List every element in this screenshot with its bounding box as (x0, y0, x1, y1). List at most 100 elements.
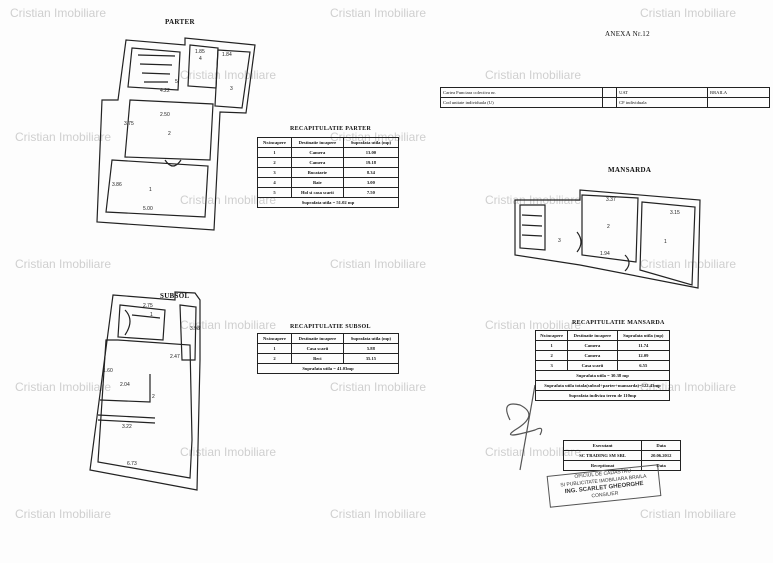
dim-label: 2.47 (170, 354, 180, 360)
table-footer: Suprafata utila totala(subsol+parter+man… (535, 380, 670, 391)
room-number: 4 (199, 56, 202, 62)
watermark: Cristian Imobiliare (180, 193, 277, 207)
table-cell: Baie (290, 177, 344, 188)
room-number: 1 (149, 187, 152, 193)
table-cell: 1 (257, 147, 292, 158)
table-cell: Camera (290, 147, 344, 158)
room-number: 2 (152, 394, 155, 400)
room-number: 2 (168, 131, 171, 137)
dim-label: 3.75 (124, 121, 134, 127)
dim-label: 3.98 (190, 326, 200, 332)
room-number: 3 (558, 238, 561, 244)
table-cell: 3 (534, 360, 569, 371)
table-header: Suprafata utila (mp) (616, 330, 670, 341)
dim-label: 2.75 (143, 303, 153, 309)
watermark: Cristian Imobiliare (640, 507, 737, 521)
table-cell: 5 (257, 187, 292, 198)
table-header: Destinatie incapere (567, 330, 618, 341)
table-cell: Camera (290, 157, 344, 168)
dim-label: 3.22 (122, 424, 132, 430)
subsol-table-title: RECAPITULATIE SUBSOL (290, 324, 371, 330)
watermark: Cristian Imobiliare (640, 6, 737, 20)
table-footer: Suprafata utila = 51.02 mp (257, 197, 399, 208)
watermark: Cristian Imobiliare (330, 257, 427, 271)
dim-label: 1.60 (103, 368, 113, 374)
table-footer: Suprafata utila = 30.38 mp (535, 370, 670, 381)
watermark: Cristian Imobiliare (15, 380, 112, 394)
table-cell: 1 (534, 340, 569, 351)
table-cell: Bucatarie (290, 167, 344, 178)
table-cell: Casa scarii (290, 343, 344, 354)
table-cell: 4 (257, 177, 292, 188)
table-cell: 13.00 (342, 147, 400, 158)
room-number: 2 (607, 224, 610, 230)
table-cell: Beci (290, 353, 344, 364)
watermark: Cristian Imobiliare (15, 257, 112, 271)
table-footer: Suprafata indiviza teren de 110mp (535, 390, 670, 401)
dim-label: 1.94 (600, 251, 610, 257)
watermark: Cristian Imobiliare (180, 318, 277, 332)
table-cell: Camera (567, 340, 618, 351)
dim-label: 2.04 (120, 382, 130, 388)
table-cell: Hol si casa scarii (290, 187, 344, 198)
dim-label: 1.84 (222, 52, 232, 58)
dim-label: 6.73 (127, 461, 137, 467)
table-cell: 3.00 (342, 177, 400, 188)
watermark: Cristian Imobiliare (10, 6, 107, 20)
table-cell: 7.50 (342, 187, 400, 198)
table-header: Nr.incapere (534, 330, 569, 341)
dim-label: 4.22 (160, 88, 170, 94)
dim-label: 3.37 (606, 197, 616, 203)
table-cell: 8.34 (342, 167, 400, 178)
table-cell: 1 (257, 343, 292, 354)
table-cell: 6.55 (616, 360, 670, 371)
dim-label: 5.00 (143, 206, 153, 212)
watermark: Cristian Imobiliare (330, 507, 427, 521)
table-cell: 5.88 (342, 343, 400, 354)
room-number: 1 (664, 239, 667, 245)
table-cell: Casa scarii (567, 360, 618, 371)
annex-label: ANEXA Nr.12 (605, 30, 650, 38)
parter-title: PARTER (165, 18, 195, 26)
table-cell: 2 (257, 353, 292, 364)
room-number: 5 (175, 79, 178, 85)
table-header: Nr.incapere (257, 333, 292, 344)
table-header: Suprafata utila (mp) (342, 137, 400, 148)
room-number: 1 (150, 312, 153, 318)
mansarda-plan (514, 189, 701, 289)
room-number: 3 (230, 86, 233, 92)
watermark: Cristian Imobiliare (485, 445, 582, 459)
watermark: Cristian Imobiliare (330, 6, 427, 20)
table-cell: 2 (257, 157, 292, 168)
table-cell: 12.09 (616, 350, 670, 361)
table-header: Destinatie incapere (290, 333, 344, 344)
mansarda-title: MANSARDA (608, 166, 652, 174)
table-cell: Camera (567, 350, 618, 361)
watermark: Cristian Imobiliare (485, 68, 582, 82)
subsol-plan (89, 291, 201, 491)
mansarda-table-title: RECAPITULATIE MANSARDA (572, 320, 665, 326)
watermark: Cristian Imobiliare (180, 445, 277, 459)
dim-label: 1.85 (195, 49, 205, 55)
table-header: Destinatie incapere (290, 137, 344, 148)
watermark: Cristian Imobiliare (15, 507, 112, 521)
table-cell: 3 (257, 167, 292, 178)
table-header: Nr.incapere (257, 137, 292, 148)
table-cell: 35.15 (342, 353, 400, 364)
watermark: Cristian Imobiliare (330, 380, 427, 394)
dim-label: 3.86 (112, 182, 122, 188)
